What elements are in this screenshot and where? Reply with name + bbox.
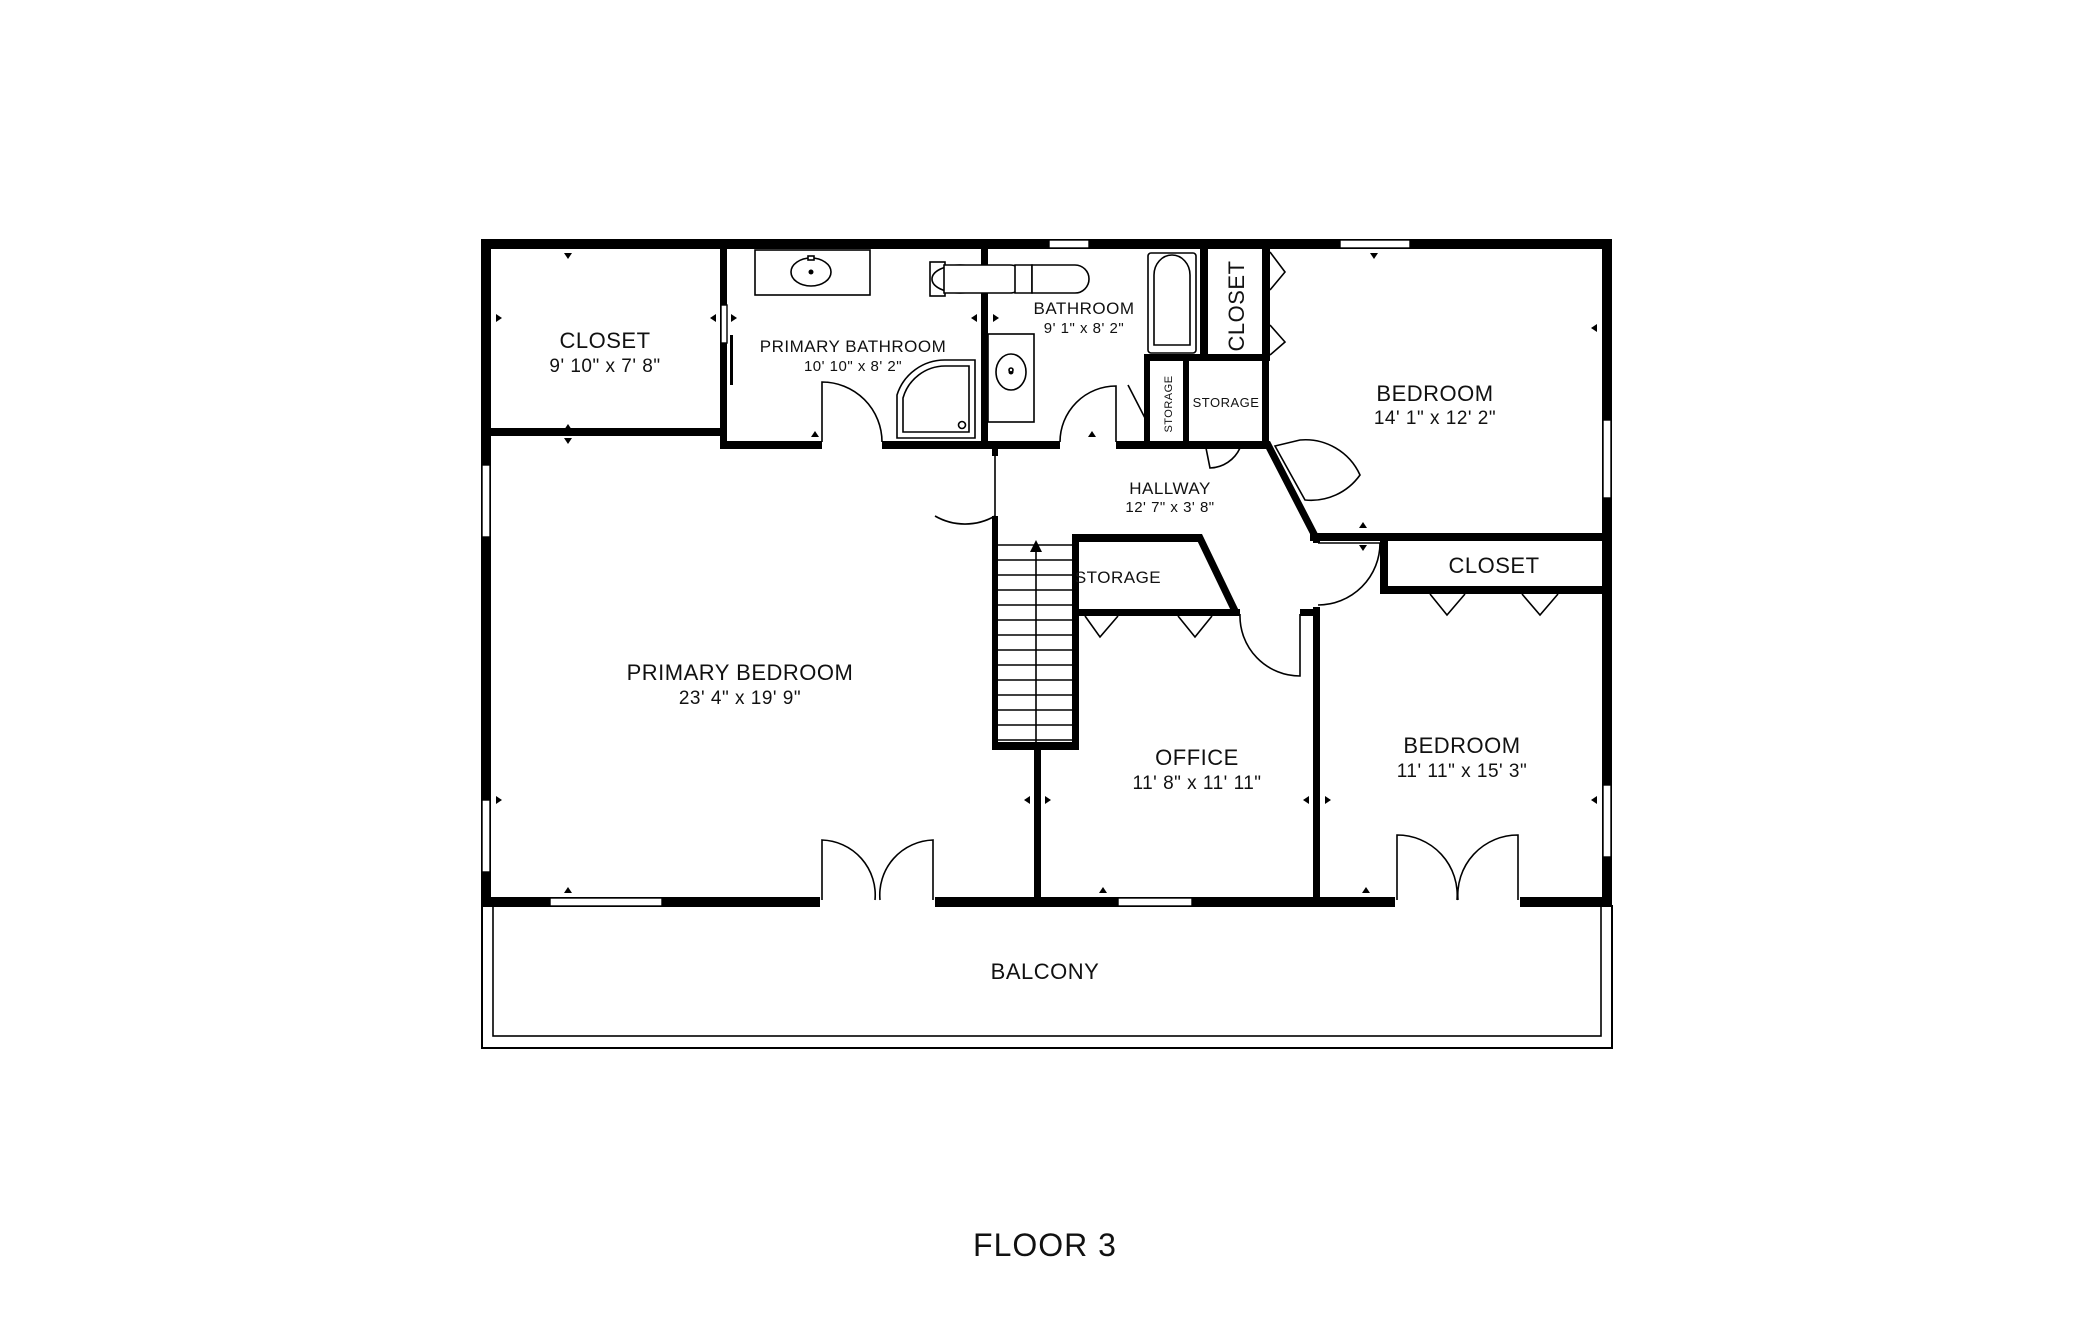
office-dims: 11' 8" x 11' 11" bbox=[1132, 773, 1261, 794]
dimension-arrow bbox=[1359, 522, 1367, 528]
dimension-arrow bbox=[1303, 796, 1309, 804]
dimension-arrow bbox=[1045, 796, 1051, 804]
dimension-arrow bbox=[1362, 887, 1370, 893]
bathtub bbox=[1147, 252, 1197, 354]
shower-primary bbox=[896, 359, 976, 439]
hallway-dims: 12' 7" x 3' 8" bbox=[1125, 499, 1214, 516]
dimension-arrow bbox=[971, 314, 977, 322]
dimension-arrow bbox=[811, 431, 819, 437]
storage-vertical-name: STORAGE bbox=[1163, 375, 1175, 432]
hallway-name: HALLWAY bbox=[1129, 479, 1211, 498]
storage-small-name: STORAGE bbox=[1193, 395, 1260, 410]
dimension-markers bbox=[496, 253, 1597, 893]
dimension-arrow bbox=[564, 253, 572, 259]
bedroom-bottom-right-dims: 11' 11" x 15' 3" bbox=[1397, 761, 1528, 782]
balcony-name: BALCONY bbox=[991, 959, 1100, 984]
bedroom-top-right-name: BEDROOM bbox=[1376, 381, 1493, 406]
office-name: OFFICE bbox=[1155, 745, 1239, 770]
primary-bathroom-name: PRIMARY BATHROOM bbox=[760, 337, 947, 356]
dimension-arrow bbox=[1325, 796, 1331, 804]
bathroom-name: BATHROOM bbox=[1034, 299, 1135, 318]
primary-bedroom-name: PRIMARY BEDROOM bbox=[627, 660, 854, 685]
dimension-arrow bbox=[1088, 431, 1096, 437]
closet-left-dims: 9' 10" x 7' 8" bbox=[549, 356, 660, 377]
dimension-arrow bbox=[1591, 324, 1597, 332]
doors bbox=[730, 251, 1559, 908]
dimension-arrow bbox=[1359, 545, 1367, 551]
primary-bedroom-dims: 23' 4" x 19' 9" bbox=[679, 688, 801, 709]
closet-top-name: CLOSET bbox=[1224, 260, 1249, 351]
dimension-arrow bbox=[496, 796, 502, 804]
fixtures bbox=[754, 249, 1197, 439]
dimension-arrow bbox=[1024, 796, 1030, 804]
closet-right-name: CLOSET bbox=[1448, 553, 1539, 578]
dimension-arrow bbox=[710, 314, 716, 322]
dimension-arrow bbox=[564, 424, 572, 430]
dimension-arrow bbox=[1370, 253, 1378, 259]
dimension-arrow bbox=[564, 438, 572, 444]
dimension-arrow bbox=[496, 314, 502, 322]
dimension-arrow bbox=[1099, 887, 1107, 893]
bedroom-bottom-right-name: BEDROOM bbox=[1403, 733, 1520, 758]
interior-walls bbox=[481, 239, 1612, 907]
bedroom-top-right-dims: 14' 1" x 12' 2" bbox=[1374, 408, 1496, 429]
bathroom-dims: 9' 1" x 8' 2" bbox=[1044, 320, 1124, 337]
windows bbox=[481, 239, 1612, 907]
toilet-bath bbox=[1014, 264, 1033, 294]
closet-left-name: CLOSET bbox=[559, 328, 650, 353]
dimension-arrow bbox=[1591, 796, 1597, 804]
floor-label: FLOOR 3 bbox=[973, 1227, 1117, 1263]
dimension-arrow bbox=[731, 314, 737, 322]
staircase bbox=[998, 540, 1072, 745]
room-labels: CLOSET 9' 10" x 7' 8" PRIMARY BATHROOM 1… bbox=[549, 260, 1539, 1263]
dimension-arrow bbox=[564, 887, 572, 893]
exterior-walls bbox=[481, 239, 1612, 907]
storage-hall-name: STORAGE bbox=[1075, 568, 1161, 587]
dimension-arrow bbox=[993, 314, 999, 322]
primary-bathroom-dims: 10' 10" x 8' 2" bbox=[804, 358, 902, 375]
